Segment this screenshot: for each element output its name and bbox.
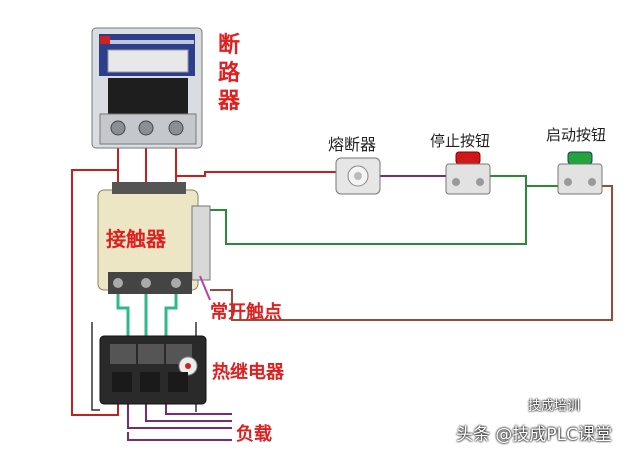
start-button <box>557 151 603 195</box>
watermark: 头条 @技成PLC课堂 <box>456 425 612 445</box>
stop-button <box>445 151 491 195</box>
no-contact-pointer <box>199 275 211 301</box>
thermal-relay <box>99 335 207 405</box>
start-button-label: 启动按钮 <box>546 126 606 144</box>
fuse-label: 熔断器 <box>328 135 376 154</box>
load-label: 负载 <box>236 423 272 445</box>
fuse <box>335 157 381 195</box>
watermark-top: 技成培训 <box>528 399 581 414</box>
thermal-relay-label: 热继电器 <box>212 361 285 383</box>
breaker-label: 断 路 器 <box>217 32 248 114</box>
breaker-label-line-3: 器 <box>217 89 241 114</box>
breaker-label-line-2: 路 <box>218 60 241 86</box>
contactor-label: 接触器 <box>106 227 167 251</box>
stop-button-label: 停止按钮 <box>430 132 490 150</box>
contactor <box>97 182 211 294</box>
no-contact-label: 常开触点 <box>210 301 282 323</box>
breaker-label-line-1: 断 <box>218 32 240 58</box>
circuit-breaker <box>91 27 203 149</box>
